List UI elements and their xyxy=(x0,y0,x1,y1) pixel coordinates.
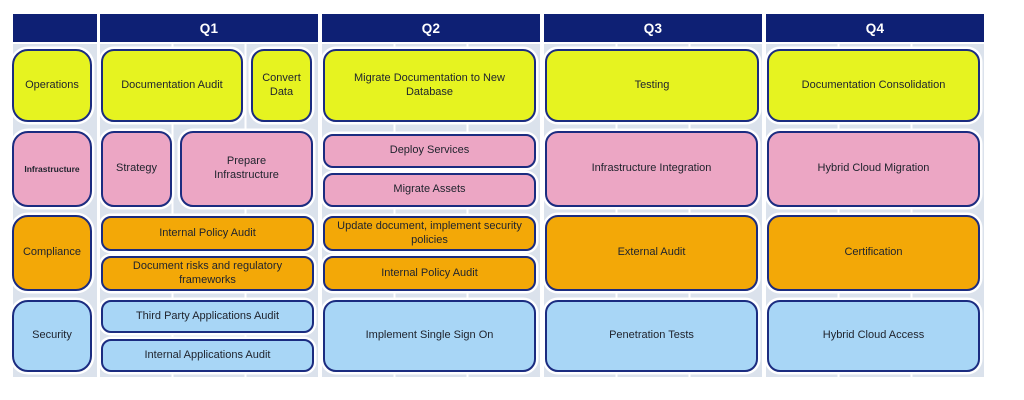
header-q3: Q3 xyxy=(544,14,762,42)
task-hybrid-cloud-access: Hybrid Cloud Access xyxy=(767,300,980,372)
lane-label-infrastructure: Infrastructure xyxy=(12,131,92,207)
task-hybrid-cloud-migration: Hybrid Cloud Migration xyxy=(767,131,980,207)
header-corner-cell xyxy=(13,14,97,42)
task-third-party-applications-audit: Third Party Applications Audit xyxy=(101,300,314,333)
task-update-document-security-policies: Update document, implement security poli… xyxy=(323,216,536,251)
task-certification: Certification xyxy=(767,215,980,291)
header-q4: Q4 xyxy=(766,14,984,42)
task-external-audit: External Audit xyxy=(545,215,758,291)
task-strategy: Strategy xyxy=(101,131,172,207)
task-internal-applications-audit: Internal Applications Audit xyxy=(101,339,314,372)
task-infrastructure-integration: Infrastructure Integration xyxy=(545,131,758,207)
lane-label-compliance: Compliance xyxy=(12,215,92,291)
header-q2: Q2 xyxy=(322,14,540,42)
lane-label-security: Security xyxy=(12,300,92,372)
task-implement-single-sign-on: Implement Single Sign On xyxy=(323,300,536,372)
task-penetration-tests: Penetration Tests xyxy=(545,300,758,372)
task-documentation-consolidation: Documentation Consolidation xyxy=(767,49,980,122)
task-testing: Testing xyxy=(545,49,759,122)
task-deploy-services: Deploy Services xyxy=(323,134,536,168)
task-convert-data: Convert Data xyxy=(251,49,312,122)
lane-label-operations: Operations xyxy=(12,49,92,122)
task-document-risks-frameworks: Document risks and regulatory frameworks xyxy=(101,256,314,291)
task-prepare-infrastructure: Prepare Infrastructure xyxy=(180,131,313,207)
task-migrate-documentation: Migrate Documentation to New Database xyxy=(323,49,536,122)
header-q1: Q1 xyxy=(100,14,318,42)
task-internal-policy-audit-q2: Internal Policy Audit xyxy=(323,256,536,291)
task-migrate-assets: Migrate Assets xyxy=(323,173,536,207)
task-internal-policy-audit-q1: Internal Policy Audit xyxy=(101,216,314,251)
task-documentation-audit: Documentation Audit xyxy=(101,49,243,122)
